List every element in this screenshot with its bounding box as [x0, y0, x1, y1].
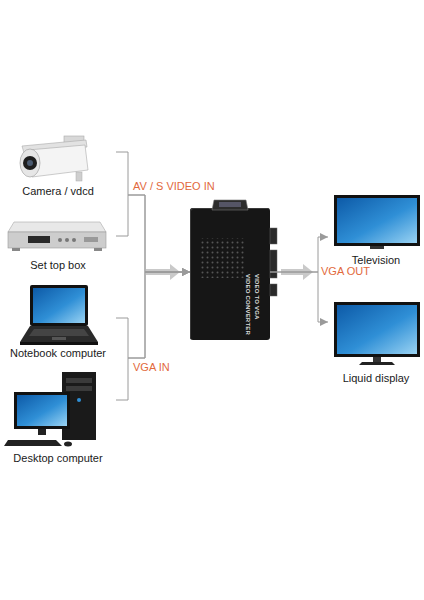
display-device: Liquid display: [328, 300, 424, 385]
signal-connector: [270, 237, 328, 272]
lcd-screen: [337, 305, 417, 354]
set-top-box-button: [72, 238, 76, 242]
desktop-illustration: [4, 372, 96, 447]
camera-lens: [23, 156, 37, 170]
set-top-box-illustration: [8, 222, 106, 251]
television-frame: [334, 195, 420, 246]
set-top-box-display: [28, 236, 50, 243]
set-top-box-foot: [94, 248, 102, 251]
device-print: VIDEO CONVERTER: [244, 274, 251, 335]
camera-lens-glass: [27, 160, 33, 166]
flow-arrow: [281, 264, 313, 280]
vga-port: [212, 200, 248, 210]
desktop-mouse: [64, 442, 72, 447]
desktop-drive-bay: [66, 378, 92, 383]
set-top-box-lid: [8, 222, 106, 232]
source-device: Set top box: [0, 220, 116, 272]
set-top-box-front: [8, 232, 106, 248]
device-print: VIDEO TO VGA: [253, 274, 260, 320]
flow-arrow: [146, 264, 180, 280]
signal-connector: [116, 272, 190, 358]
set-top-box-foot: [12, 248, 20, 251]
lcd-neck: [373, 357, 381, 362]
source-device: Camera / vdcd: [0, 132, 116, 198]
signal-connector: [116, 272, 190, 400]
notebook-keyboard: [29, 329, 89, 336]
notebook-screen: [33, 288, 85, 323]
converter-box: VIDEO CONVERTERVIDEO TO VGA: [190, 208, 270, 340]
side-port: [270, 284, 277, 296]
side-port: [270, 228, 277, 244]
camera-body: [28, 145, 88, 177]
lcd-base: [359, 362, 395, 365]
side-port: [270, 250, 277, 278]
device-caption: Notebook computer: [0, 347, 116, 360]
camera-hood: [22, 140, 87, 153]
signal-label: VGA IN: [133, 361, 170, 374]
set-top-box-button: [65, 238, 69, 242]
lcd-frame: [334, 302, 420, 357]
device-caption: Camera / vdcd: [0, 185, 116, 198]
signal-connector: [116, 195, 190, 272]
desktop-tower: [62, 372, 96, 440]
desktop-monitor-stand: [38, 429, 46, 435]
speaker-grille: [200, 238, 245, 278]
source-device: Notebook computer: [0, 283, 116, 360]
signal-label: VGA OUT: [321, 265, 370, 278]
set-top-box-slot: [84, 237, 98, 242]
device-caption: Desktop computer: [0, 452, 116, 465]
television-stand: [370, 246, 384, 249]
device-caption: Liquid display: [328, 372, 424, 385]
notebook-base: [20, 326, 98, 342]
signal-connector: [116, 152, 190, 272]
desktop-monitor: [14, 392, 70, 429]
desktop-keyboard: [4, 440, 62, 446]
camera-illustration: [20, 136, 88, 181]
camera-mount: [64, 136, 84, 144]
notebook-edge: [20, 342, 98, 345]
camera-face: [20, 149, 40, 177]
notebook-touchpad: [52, 337, 66, 340]
camera-stand: [76, 172, 82, 181]
desktop-power-light: [77, 398, 81, 402]
set-top-box-button: [58, 238, 62, 242]
signal-label: AV / S VIDEO IN: [133, 180, 215, 193]
desktop-screen: [17, 395, 67, 426]
source-device: Desktop computer: [0, 368, 116, 465]
television-screen: [337, 198, 417, 243]
television-illustration: [334, 195, 420, 249]
notebook-illustration: [20, 285, 98, 345]
desktop-drive-bay: [66, 386, 92, 391]
notebook-lid: [30, 285, 88, 326]
vga-port-pins: [219, 202, 241, 207]
device-caption: Set top box: [0, 259, 116, 272]
display-device: Television: [328, 193, 424, 267]
lcd-illustration: [334, 302, 420, 365]
signal-connector: [270, 272, 328, 322]
